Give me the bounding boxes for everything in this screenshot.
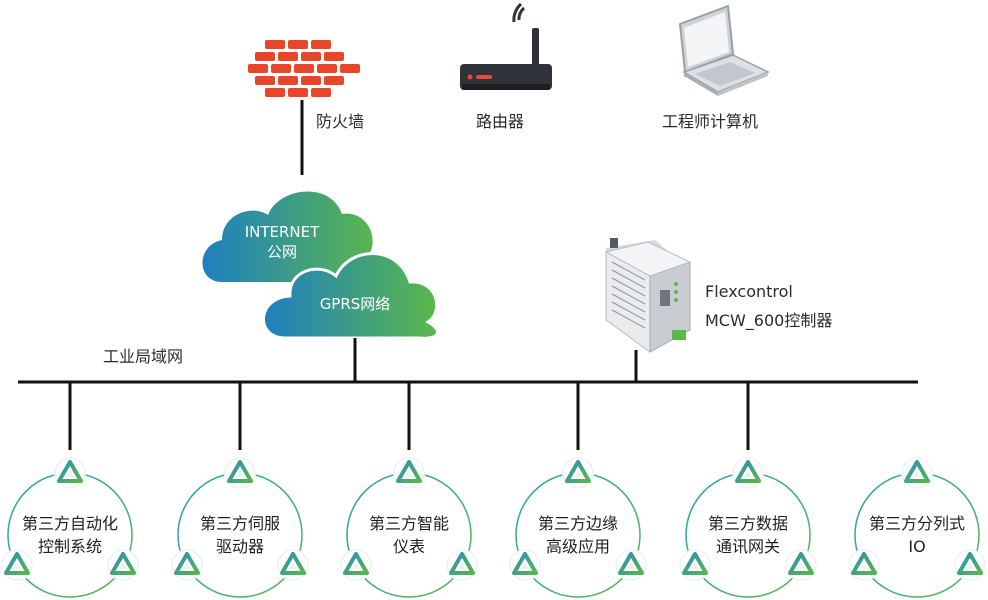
node-label-line1: 第三方伺服 (199, 514, 280, 533)
node-label: 第三方边缘 高级应用 (518, 512, 638, 558)
node-label-line2: 仪表 (392, 537, 425, 556)
node-label: 第三方智能 仪表 (349, 512, 469, 558)
node-label: 第三方分列式 IO (857, 512, 977, 558)
node-label-line2: 高级应用 (545, 537, 610, 556)
controller-label-line1: Flexcontrol (705, 282, 793, 301)
network-label: 工业局域网 (103, 347, 184, 366)
node-label-line2: IO (908, 537, 926, 556)
node-label-line2: 控制系统 (37, 537, 102, 556)
controller-label-line2: MCW_600控制器 (705, 311, 833, 330)
router-label: 路由器 (476, 112, 525, 131)
laptop-icon (678, 4, 770, 96)
router-icon (460, 2, 552, 90)
node-label: 第三方自动化 控制系统 (10, 512, 130, 558)
firewall-label: 防火墙 (316, 112, 365, 131)
internet-cloud-title: INTERNET (244, 223, 320, 241)
node-label-line1: 第三方边缘 (537, 514, 618, 533)
node-label: 第三方伺服 驱动器 (180, 512, 300, 558)
node-label-line2: 通讯网关 (715, 537, 780, 556)
node-label-line2: 驱动器 (215, 537, 264, 556)
controller-device-icon (604, 238, 692, 353)
node-label-line1: 第三方数据 (707, 514, 788, 533)
node-rings (7, 472, 980, 598)
node-label-line1: 第三方分列式 (868, 514, 965, 533)
drop-lines (68, 382, 750, 450)
node-label-line1: 第三方自动化 (21, 514, 118, 533)
firewall-icon (248, 40, 360, 97)
node-label: 第三方数据 通讯网关 (688, 512, 808, 558)
node-triangle-icons (0, 455, 988, 583)
internet-cloud (202, 191, 382, 283)
internet-cloud-subtitle: 公网 (266, 243, 297, 261)
laptop-label: 工程师计算机 (662, 112, 759, 131)
gprs-cloud-title: GPRS网络 (319, 295, 391, 313)
node-label-line1: 第三方智能 (368, 514, 449, 533)
gprs-cloud (261, 252, 440, 340)
